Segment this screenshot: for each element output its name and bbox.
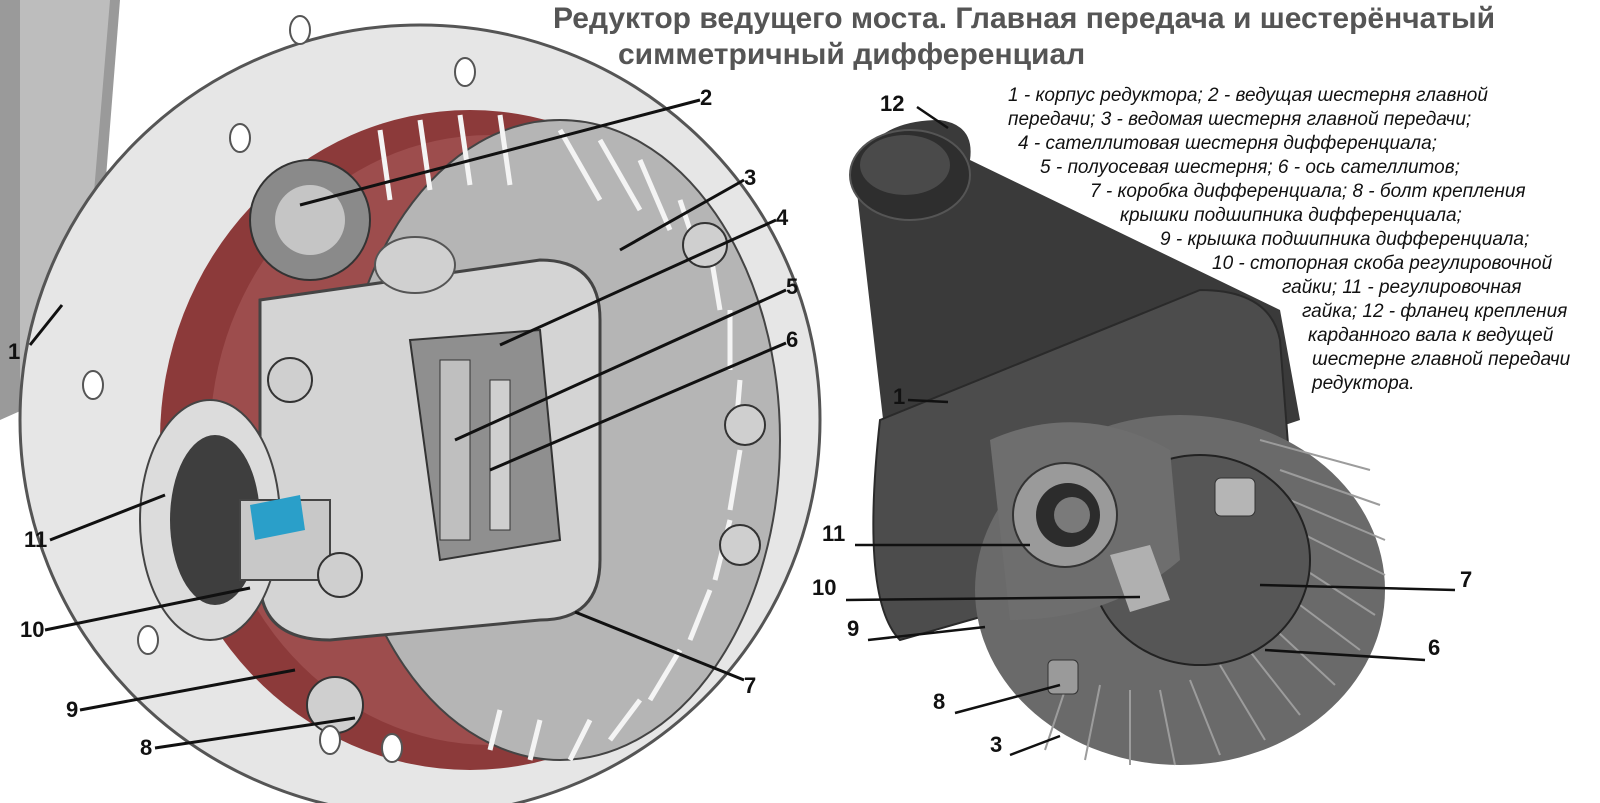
- callout-right-11: 11: [822, 521, 846, 546]
- callout-left-3: 3: [744, 165, 757, 190]
- callout-left-1: 1: [8, 339, 21, 364]
- callout-left-7: 7: [744, 673, 757, 698]
- legend-line: карданного вала к ведущей: [1308, 325, 1554, 346]
- callout-right-8: 8: [933, 689, 946, 714]
- legend-line: 9 - крышка подшипника дифференциала;: [1160, 229, 1530, 250]
- page-title-line-1: Редуктор ведущего моста. Главная передач…: [553, 2, 1496, 35]
- left-cutaway-drawing: [0, 0, 822, 803]
- callout-left-8: 8: [140, 735, 153, 760]
- legend-line: редуктора.: [1312, 373, 1415, 394]
- legend-line: 10 - стопорная скоба регулировочной: [1212, 253, 1553, 274]
- legend-line: передачи; 3 - ведомая шестерня главной п…: [1008, 109, 1472, 130]
- callout-left-4: 4: [776, 205, 789, 230]
- right-photo: [845, 105, 1456, 766]
- legend-line: 5 - полуосевая шестерня; 6 - ось сателли…: [1040, 157, 1460, 178]
- legend-line: гайка; 12 - фланец крепления: [1302, 301, 1568, 322]
- callout-right-7: 7: [1460, 567, 1473, 592]
- legend-line: крышки подшипника дифференциала;: [1120, 205, 1462, 226]
- callout-left-9: 9: [66, 697, 79, 722]
- callout-right-9: 9: [847, 616, 860, 641]
- callout-left-2: 2: [700, 85, 713, 110]
- legend-line: 1 - корпус редуктора; 2 - ведущая шестер…: [1008, 85, 1488, 106]
- legend-line: гайки; 11 - регулировочная: [1282, 277, 1522, 298]
- callout-left-11: 11: [24, 527, 48, 552]
- callout-left-6: 6: [786, 327, 799, 352]
- callout-right-10: 10: [812, 575, 837, 600]
- callout-right-12: 12: [880, 91, 905, 116]
- legend-line: шестерне главной передачи: [1312, 349, 1571, 370]
- legend-line: 7 - коробка дифференциала; 8 - болт креп…: [1090, 181, 1526, 202]
- callout-right-1: 1: [893, 384, 906, 409]
- callout-right-3: 3: [990, 732, 1003, 757]
- page-title-line-2: симметричный дифференциал: [618, 38, 1086, 71]
- callout-left-5: 5: [786, 274, 799, 299]
- callout-right-6: 6: [1428, 635, 1441, 660]
- callout-left-10: 10: [20, 617, 45, 642]
- legend-line: 4 - сателлитовая шестерня дифференциала;: [1018, 133, 1437, 154]
